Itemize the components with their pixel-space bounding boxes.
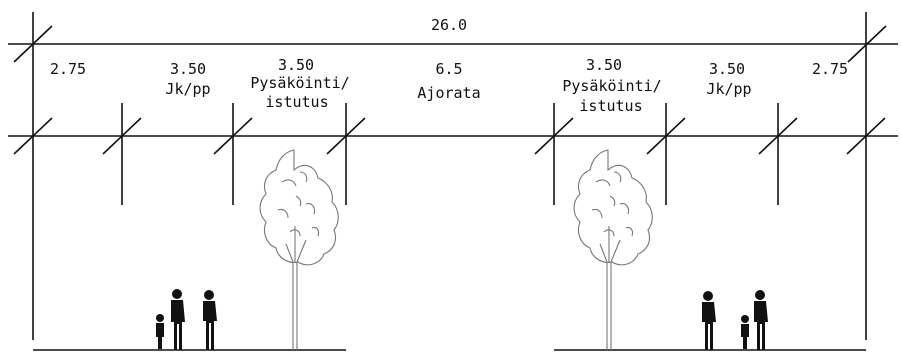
segment-tick-6 <box>758 117 798 155</box>
segment-label-3b: istutus <box>265 93 328 111</box>
segment-tick-3 <box>326 117 366 155</box>
segment-tick-0 <box>13 117 53 155</box>
overall-width-label: 26.0 <box>431 16 467 34</box>
segment-tick-4 <box>534 117 574 155</box>
segment-width-3: 3.50 <box>278 56 314 74</box>
segment-label-2: Jk/pp <box>165 80 210 98</box>
tree-left <box>259 149 339 350</box>
segment-label-6: Jk/pp <box>706 80 751 98</box>
segment-tick-1 <box>102 117 142 155</box>
segment-tick-2 <box>213 117 253 155</box>
segment-label-4: Ajorata <box>417 84 480 102</box>
pedestrians-left <box>156 289 217 350</box>
segment-label-5a: Pysäköinti/ <box>562 77 661 95</box>
pedestrians-right <box>702 290 768 350</box>
segment-tick-7 <box>846 117 886 155</box>
segment-label-3a: Pysäköinti/ <box>250 74 349 92</box>
segment-width-2: 3.50 <box>170 60 206 78</box>
segment-label-5b: istutus <box>579 97 642 115</box>
segment-tick-5 <box>646 117 686 155</box>
segment-width-7: 2.75 <box>812 60 848 78</box>
overall-left-tick <box>13 25 53 63</box>
segment-width-1: 2.75 <box>50 60 86 78</box>
segment-width-6: 3.50 <box>709 60 745 78</box>
segment-width-4: 6.5 <box>435 60 462 78</box>
segment-width-5: 3.50 <box>586 56 622 74</box>
tree-right <box>573 149 653 350</box>
overall-right-tick <box>847 25 887 63</box>
